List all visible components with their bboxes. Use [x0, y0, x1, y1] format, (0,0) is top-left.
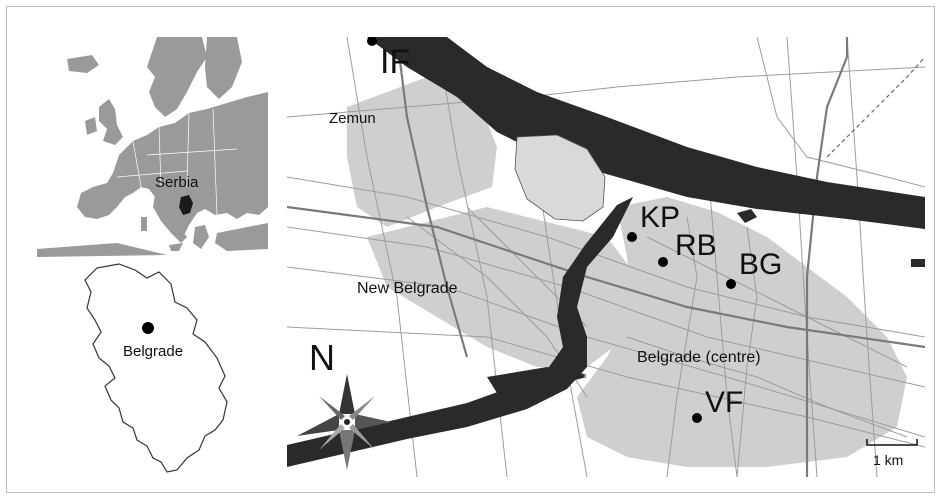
compass-center	[344, 419, 350, 425]
site-marker-if	[367, 37, 377, 46]
europe-land-mainland	[77, 92, 268, 237]
europe-map-svg: Serbia	[37, 37, 268, 257]
north-label: N	[309, 337, 335, 378]
serbia-highlight	[179, 195, 193, 215]
district-label-centre: Belgrade (centre)	[637, 349, 761, 366]
site-vf: VF	[692, 386, 743, 423]
europe-land-greece	[193, 225, 209, 249]
river-island	[514, 134, 606, 222]
europe-land-turkey	[215, 223, 268, 251]
serbia-outline	[84, 263, 228, 473]
site-label-kp: KP	[640, 201, 680, 234]
serbia-inset-map: Belgrade	[75, 262, 255, 477]
belgrade-marker	[142, 322, 154, 334]
right-edge-water	[911, 259, 925, 267]
scale-label: 1 km	[873, 452, 903, 468]
compass-point-s	[339, 430, 355, 470]
site-kp: KP	[627, 201, 680, 242]
compass-point-w	[297, 414, 339, 436]
belgrade-city-map: Zemun New Belgrade Belgrade (centre) IF …	[287, 37, 925, 477]
europe-land-finland	[205, 37, 242, 99]
compass-point-nw	[319, 396, 345, 420]
serbia-map-svg: Belgrade	[84, 263, 228, 473]
site-label-vf: VF	[705, 386, 743, 419]
north-arrow: N	[297, 337, 391, 470]
site-marker-kp	[627, 232, 637, 242]
scale-bar-line	[866, 439, 918, 446]
europe-land-africa	[37, 243, 167, 257]
railway	[826, 56, 925, 158]
compass-point-n	[339, 374, 355, 414]
site-bg: BG	[726, 248, 782, 289]
site-label-if: IF	[380, 43, 410, 81]
europe-land-italy	[153, 195, 187, 243]
site-label-rb: RB	[675, 229, 717, 262]
belgrade-label: Belgrade	[123, 343, 183, 360]
serbia-label: Serbia	[155, 174, 199, 191]
scale-bar: 1 km	[866, 439, 918, 468]
district-label-new-belgrade: New Belgrade	[357, 280, 458, 297]
district-label-zemun: Zemun	[329, 110, 376, 127]
danube-river	[367, 37, 925, 229]
europe-land-sicily	[169, 243, 183, 251]
compass-point-sw	[319, 424, 345, 450]
compass-point-e	[355, 414, 391, 430]
europe-land-ireland	[85, 117, 97, 135]
europe-land-britain	[99, 99, 123, 145]
europe-land-scandinavia	[147, 37, 207, 117]
europe-borders	[116, 108, 238, 216]
compass-point-ne	[349, 396, 375, 420]
compass-point-se	[349, 424, 375, 450]
site-marker-rb	[658, 257, 668, 267]
site-marker-vf	[692, 413, 702, 423]
site-if: IF	[367, 37, 410, 81]
urban-zemun	[347, 77, 497, 227]
europe-land-iceland	[67, 55, 99, 73]
site-rb: RB	[658, 229, 717, 267]
europe-land-sardinia	[141, 217, 147, 231]
highways	[287, 37, 925, 477]
marina	[737, 209, 757, 223]
site-label-bg: BG	[739, 248, 782, 281]
sava-island	[507, 369, 587, 383]
site-marker-bg	[726, 279, 736, 289]
city-map-svg: Zemun New Belgrade Belgrade (centre) IF …	[287, 37, 925, 477]
sava-river	[287, 197, 633, 467]
europe-inset-map: Serbia	[37, 37, 268, 257]
